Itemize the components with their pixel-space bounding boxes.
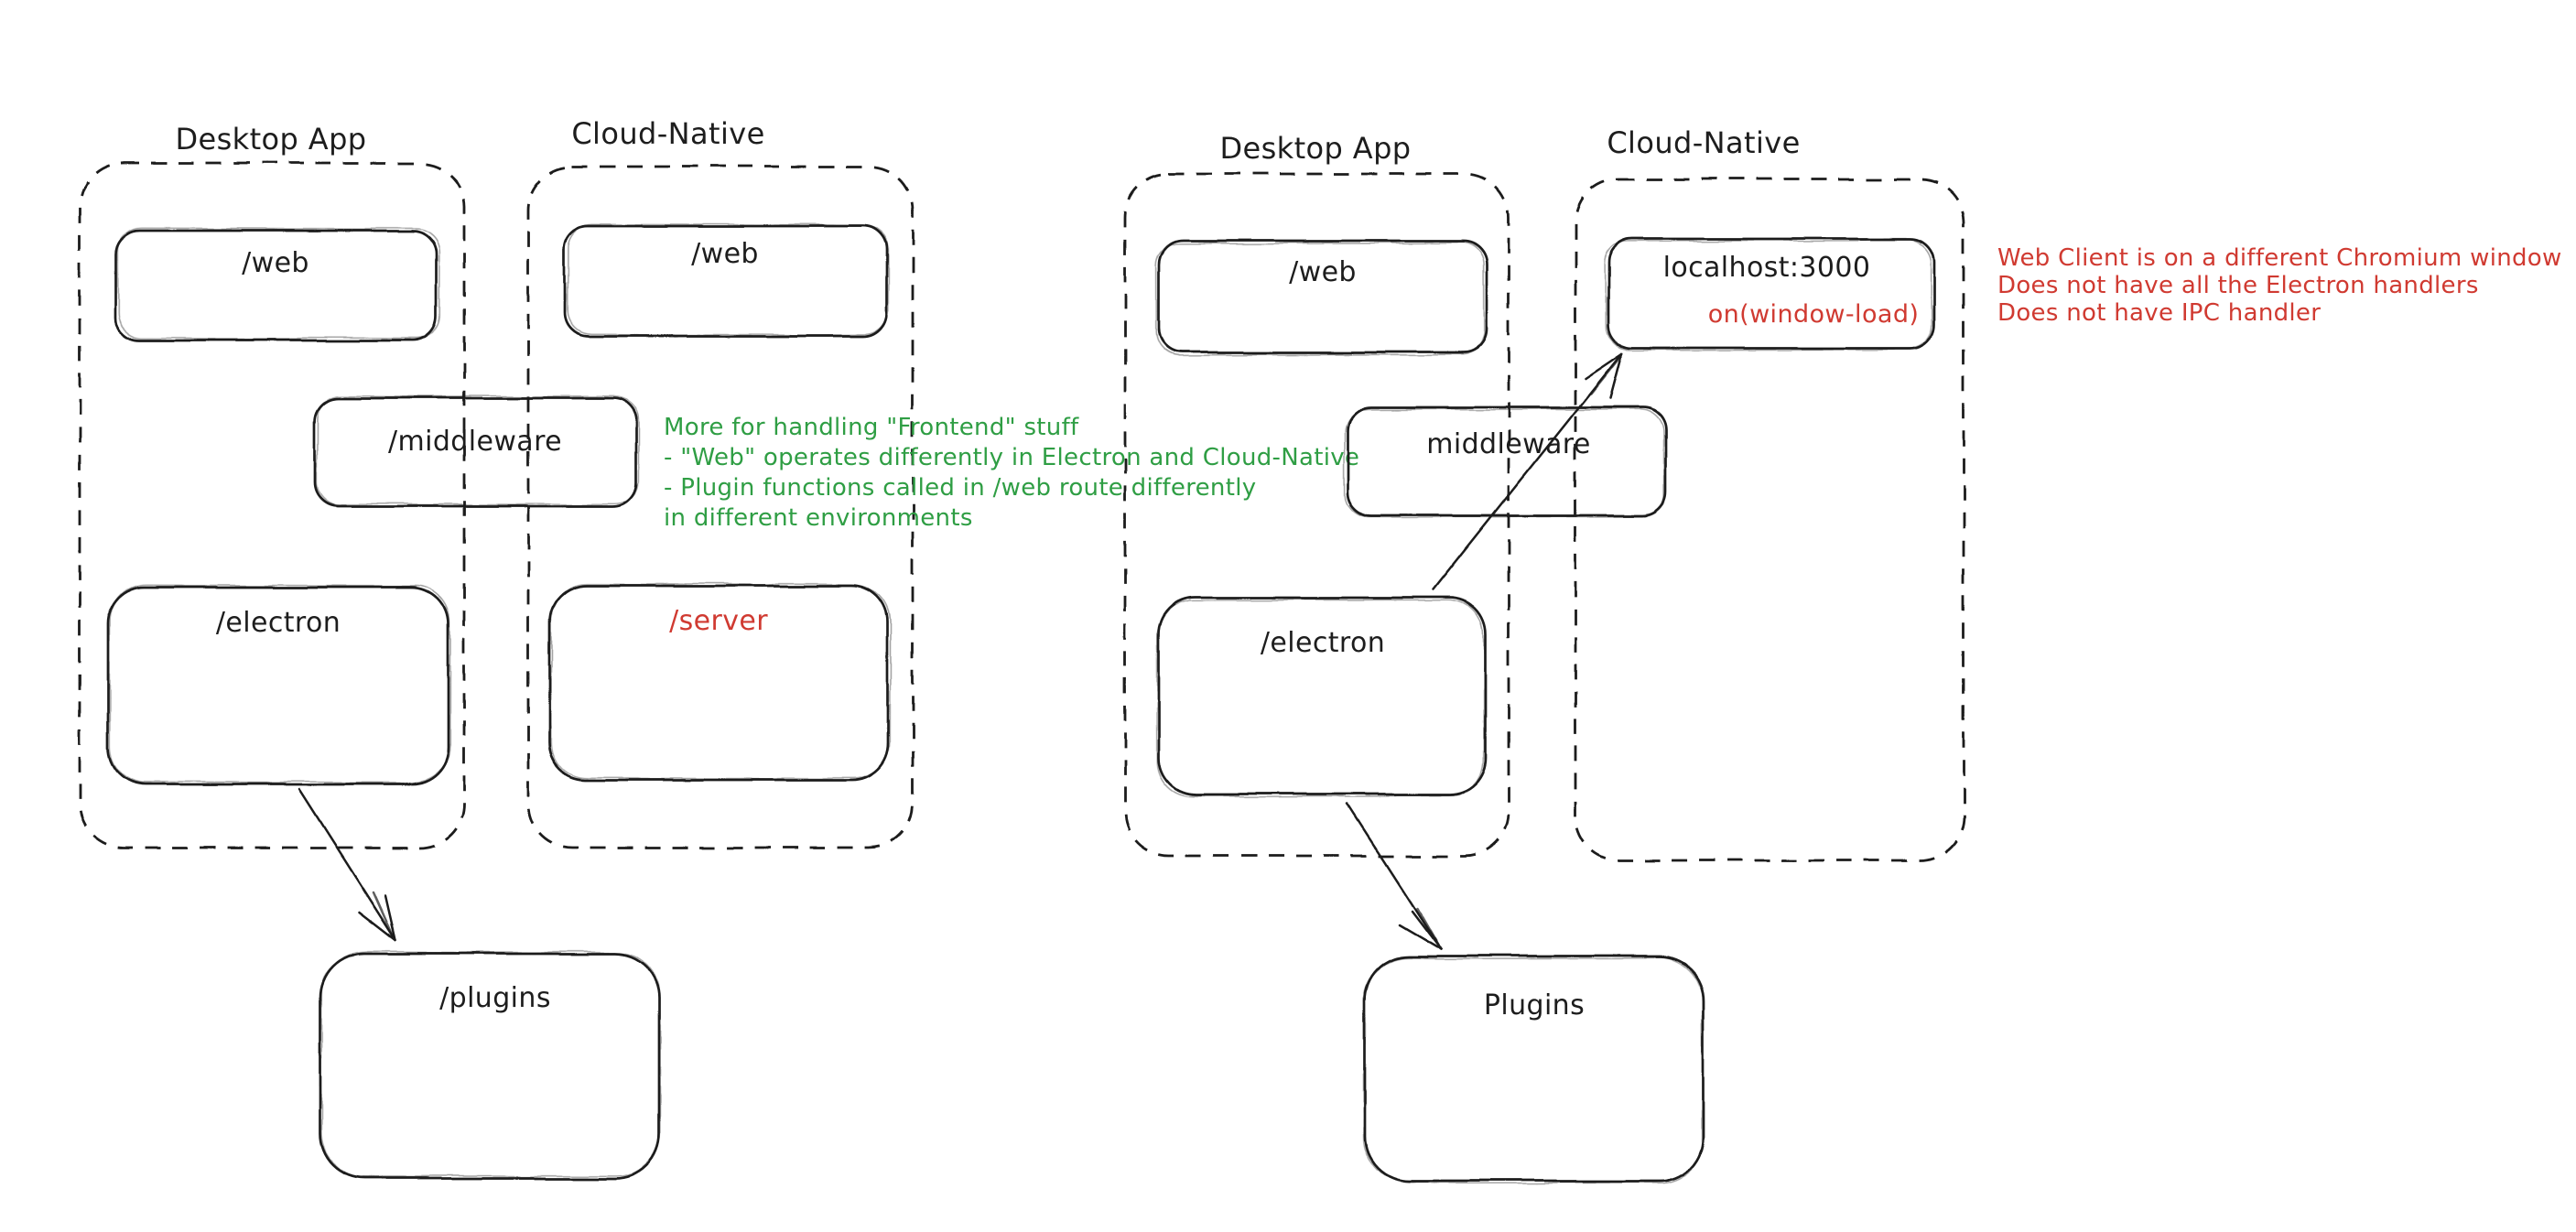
right-diagram: Desktop App Cloud-Native /web localhost:… [1123,125,2562,1184]
left-server-label: /server [669,605,768,637]
right-plugins-label: Plugins [1484,989,1585,1021]
left-middleware-box [313,396,638,508]
right-cloud-native-container [1574,178,1965,862]
left-middleware-label: /middleware [388,426,562,458]
left-diagram: Desktop App Cloud-Native /web /web /midd… [78,116,1359,1180]
left-web-desktop-box-ghost [116,227,440,340]
green-note-line-3: - Plugin functions called in /web route … [664,474,1256,502]
right-electron-box-ghost [1156,599,1486,798]
left-electron-label: /electron [216,607,341,639]
left-web-cloud-box [563,224,888,338]
green-note-line-2: - "Web" operates differently in Electron… [664,444,1359,471]
right-middleware-box-ghost [1344,408,1665,519]
green-note-line-4: in different environments [664,504,973,532]
right-sketch-overlay [1155,239,1933,1184]
green-note: More for handling "Frontend" stuff - "We… [664,414,1359,532]
left-electron-box-ghost [108,584,451,784]
left-sketch-overlay [108,223,891,1178]
right-plugins-box-ghost [1363,956,1704,1184]
left-web-desktop-box [114,229,438,342]
red-note-line-3: Does not have IPC handler [1997,299,2321,327]
left-cloud-native-label: Cloud-Native [571,116,764,151]
left-electron-box [106,586,450,786]
red-note-line-2: Does not have all the Electron handlers [1997,272,2479,299]
right-electron-box [1157,596,1488,796]
left-electron-to-plugins-arrow [298,787,397,942]
left-plugins-box-ghost [320,950,661,1178]
right-electron-to-localhost-arrow [1431,351,1624,592]
left-server-box [547,584,890,782]
left-web-cloud-label: /web [691,238,759,270]
right-localhost-label: localhost:3000 [1663,252,1871,284]
green-note-line-1: More for handling "Frontend" stuff [664,414,1079,441]
right-localhost-box [1607,237,1936,350]
left-server-box-ghost [549,583,891,780]
left-middleware-box-ghost [316,394,640,506]
right-electron-label: /electron [1261,627,1385,659]
right-electron-to-plugins-arrow [1346,803,1443,951]
right-middleware-label: middleware [1426,428,1591,460]
left-web-desktop-label: /web [242,247,309,279]
right-plugins-box [1363,955,1705,1183]
right-cloud-native-label: Cloud-Native [1607,125,1800,160]
right-on-window-load-label: on(window-load) [1708,300,1920,329]
left-plugins-box [319,952,661,1180]
left-desktop-app-label: Desktop App [175,122,366,157]
red-note-line-1: Web Client is on a different Chromium wi… [1997,244,2562,272]
right-localhost-box-ghost [1605,239,1933,351]
left-plugins-label: /plugins [439,982,551,1014]
right-web-label: /web [1289,256,1357,288]
red-note: Web Client is on a different Chromium wi… [1997,244,2562,327]
left-web-cloud-box-ghost [566,223,890,336]
right-web-box-ghost [1155,242,1486,356]
right-middleware-box [1346,405,1668,517]
right-desktop-app-label: Desktop App [1219,131,1411,166]
right-web-box [1157,239,1488,354]
